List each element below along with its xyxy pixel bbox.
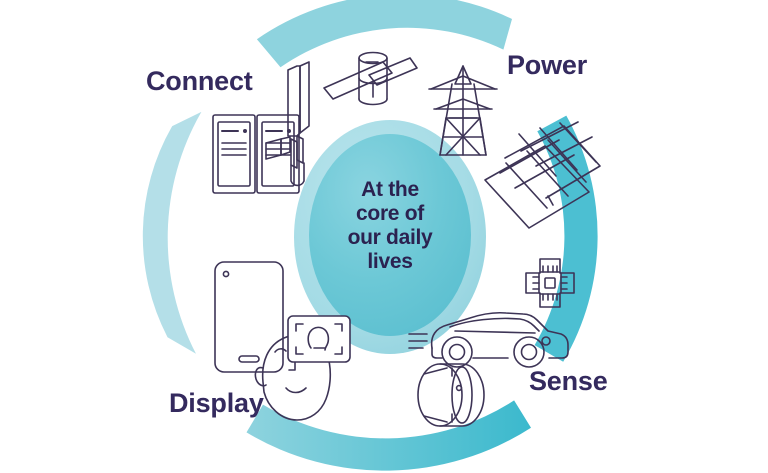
microchip-icon [525,258,575,308]
icon-group [212,51,601,427]
transmission-tower-icon [428,65,498,156]
category-label-display: Display [169,388,264,418]
category-label-sense: Sense [529,366,608,396]
smartwatch-icon [417,363,485,427]
server-rack-icon [212,114,300,194]
arc-left [142,111,202,354]
cell-tower-icon [265,61,310,187]
face-recognition-icon [254,315,351,421]
arc-top [256,0,512,68]
category-label-connect: Connect [146,66,253,96]
smartphone-icon [214,261,284,373]
category-label-power: Power [507,50,588,80]
satellite-icon [323,51,418,106]
core-inner-disc [309,134,471,336]
car-icon [408,311,569,368]
core-circle-group [294,120,486,354]
solar-panel-icon [484,121,601,229]
arc-bottom [246,400,531,471]
